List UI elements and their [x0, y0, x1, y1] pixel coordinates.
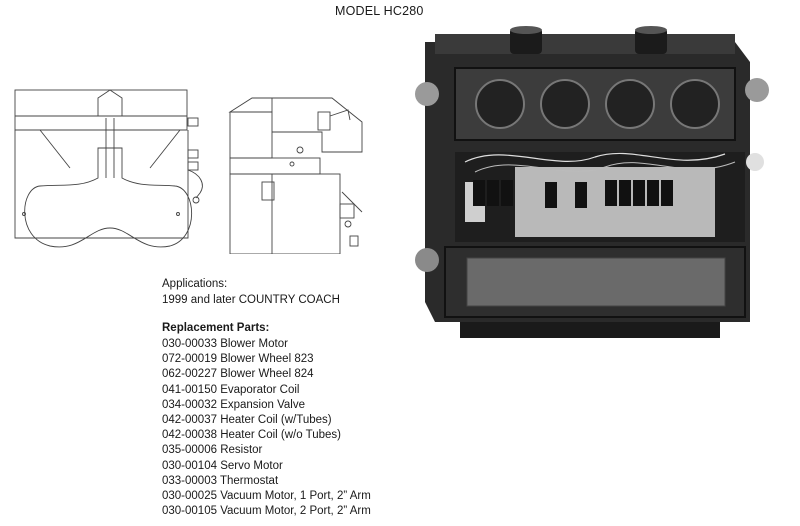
list-item: 062-00227 Blower Wheel 824	[162, 368, 314, 381]
list-item: 030-00025 Vacuum Motor, 1 Port, 2” Arm	[162, 490, 371, 503]
list-item: 035-00006 Resistor	[162, 444, 263, 457]
side-view-drawing	[228, 97, 363, 254]
applications-label: Applications:	[162, 278, 228, 290]
page-title: MODEL HC280	[335, 4, 424, 18]
replacement-parts-list: 030-00033 Blower Motor 072-00019 Blower …	[162, 337, 371, 519]
list-item: 042-00037 Heater Coil (w/Tubes)	[162, 414, 332, 427]
list-item: 034-00032 Expansion Valve	[162, 398, 306, 411]
list-item: 030-00104 Servo Motor	[162, 459, 283, 472]
list-item: 030-00105 Vacuum Motor, 2 Port, 2” Arm	[162, 505, 371, 518]
list-item: 041-00150 Evaporator Coil	[162, 383, 300, 396]
list-item: 033-00003 Thermostat	[162, 474, 279, 487]
hc280-unit-photo	[415, 26, 769, 338]
front-view-drawing	[14, 89, 203, 248]
list-item: 072-00019 Blower Wheel 823	[162, 353, 314, 366]
replacement-parts-heading: Replacement Parts:	[162, 322, 270, 334]
applications-value: 1999 and later COUNTRY COACH	[162, 294, 340, 306]
list-item: 030-00033 Blower Motor	[162, 338, 288, 350]
list-item: 042-00038 Heater Coil (w/o Tubes)	[162, 429, 341, 442]
